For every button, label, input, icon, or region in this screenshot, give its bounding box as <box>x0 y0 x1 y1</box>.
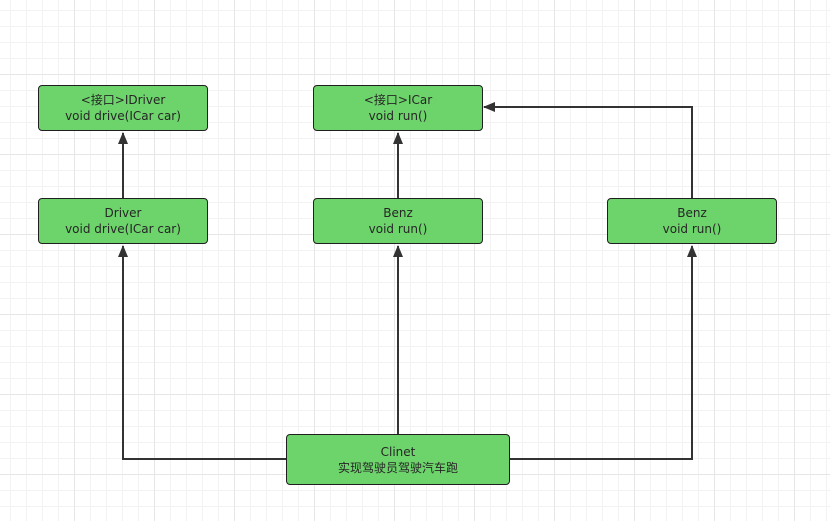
node-idriver-title: <接口>IDriver <box>80 93 166 107</box>
node-client-title: Clinet <box>380 444 416 459</box>
edge-benz2-to-icar[interactable] <box>483 102 693 198</box>
node-idriver[interactable]: <接口>IDriver void drive(ICar car) <box>38 85 208 131</box>
node-icar-title: <接口>ICar <box>363 93 433 107</box>
node-icar[interactable]: <接口>ICar void run() <box>313 85 483 131</box>
node-client-description: 实现驾驶员驾驶汽车跑 <box>337 460 458 475</box>
node-icar-method: void run() <box>368 109 428 123</box>
edge-client-to-benz2[interactable] <box>509 245 697 460</box>
node-driver-method: void drive(ICar car) <box>65 222 181 236</box>
node-driver-title: Driver <box>104 206 142 220</box>
node-benz-right-method: void run() <box>662 222 722 236</box>
node-benz-middle[interactable]: Benz void run() <box>313 198 483 244</box>
node-benz-middle-method: void run() <box>368 222 428 236</box>
node-driver[interactable]: Driver void drive(ICar car) <box>38 198 208 244</box>
node-benz-middle-title: Benz <box>383 206 413 220</box>
edge-client-to-driver[interactable] <box>118 245 286 460</box>
node-idriver-method: void drive(ICar car) <box>65 109 181 123</box>
node-benz-right[interactable]: Benz void run() <box>607 198 777 244</box>
node-benz-right-title: Benz <box>677 206 707 220</box>
node-client[interactable]: Clinet 实现驾驶员驾驶汽车跑 <box>286 434 510 485</box>
